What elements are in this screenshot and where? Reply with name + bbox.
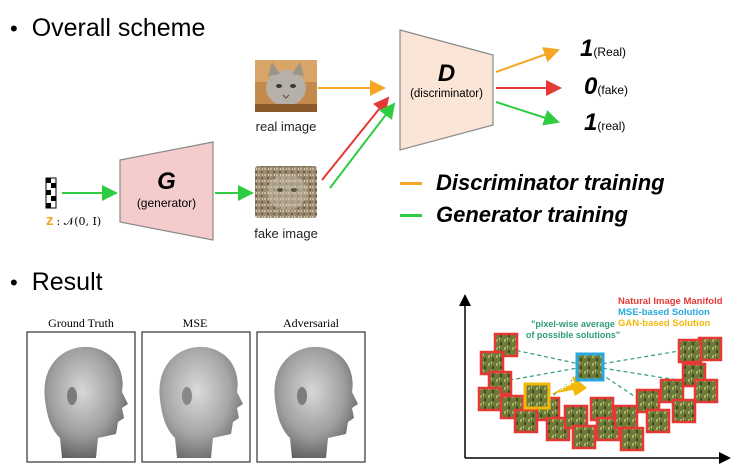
output-real-gen: 1(real) [584, 109, 625, 137]
z-symbol: z [46, 212, 54, 229]
legend-generator-training: Generator training [400, 202, 665, 228]
legend-natural-manifold: Natural Image Manifold [618, 296, 723, 307]
average-annotation: "pixel-wise average of possible solution… [518, 319, 628, 341]
green-line-icon [400, 213, 422, 217]
panel-title-mse: MSE [182, 316, 208, 330]
orange-line-icon [400, 181, 422, 185]
generator-text: G (generator) [120, 168, 213, 210]
output-tag: (fake) [597, 83, 629, 97]
arrow-output-real [495, 47, 560, 73]
annotation-line-2: of possible solutions" [525, 330, 621, 340]
section-heading-overall: • Overall scheme [10, 14, 205, 43]
output-tag: (Real) [593, 45, 627, 59]
face-comparison-figure [26, 331, 366, 463]
output-real: 1(Real) [580, 35, 626, 63]
gan-solution-patch [523, 382, 551, 410]
z-distribution: : 𝒩(0, I) [56, 215, 102, 228]
real-image-caption: real image [255, 119, 317, 134]
result-title: Result [31, 268, 103, 296]
discriminator-text: D (discriminator) [400, 60, 493, 100]
output-value: 1 [584, 109, 598, 136]
natural-image-patches [477, 332, 723, 452]
bullet-icon: • [10, 269, 18, 295]
legend-text: Generator training [436, 202, 628, 227]
section-heading-result: • Result [10, 268, 103, 297]
mse-solution-patch [575, 352, 605, 382]
arrow-fake-to-discriminator-red [321, 96, 390, 181]
generator-block [119, 141, 214, 241]
fake-image-caption: fake image [254, 226, 318, 241]
real-cat-image [255, 60, 317, 112]
generator-label: (generator) [136, 196, 197, 210]
discriminator-label: (discriminator) [410, 88, 483, 100]
legend-text: Discriminator training [436, 170, 665, 195]
gan-scheme-diagram [45, 29, 562, 241]
output-value: 1 [580, 35, 594, 62]
output-value: 0 [584, 73, 598, 100]
latent-z-label: z : 𝒩(0, I) [46, 212, 101, 229]
legend-mse-solution: MSE-based Solution [618, 307, 710, 318]
fake-cat-image [255, 166, 317, 218]
overall-scheme-title: Overall scheme [31, 14, 206, 42]
noise-vector-icon [45, 177, 57, 209]
training-legend: Discriminator training Generator trainin… [400, 170, 665, 228]
legend-gan-solution: GAN-based Solution [618, 318, 711, 329]
output-tag: (real) [597, 119, 626, 133]
arrow-fake-to-discriminator-green [329, 102, 396, 189]
annotation-line-1: "pixel-wise average [531, 319, 615, 329]
output-fake: 0(fake) [584, 73, 628, 101]
generator-letter: G [157, 168, 176, 195]
face-panel-adversarial [256, 331, 366, 463]
discriminator-letter: D [437, 60, 456, 87]
face-panel-ground-truth [26, 331, 136, 463]
legend-discriminator-training: Discriminator training [400, 170, 665, 196]
panel-title-adversarial: Adversarial [283, 316, 339, 330]
discriminator-block [399, 29, 494, 151]
bullet-icon: • [10, 15, 18, 41]
panel-title-ground-truth: Ground Truth [48, 316, 114, 330]
image-manifold-figure [459, 294, 731, 464]
arrow-output-real-gen [495, 101, 560, 126]
face-panel-mse [141, 331, 251, 463]
manifold-legend: Natural Image Manifold MSE-based Solutio… [618, 296, 723, 329]
